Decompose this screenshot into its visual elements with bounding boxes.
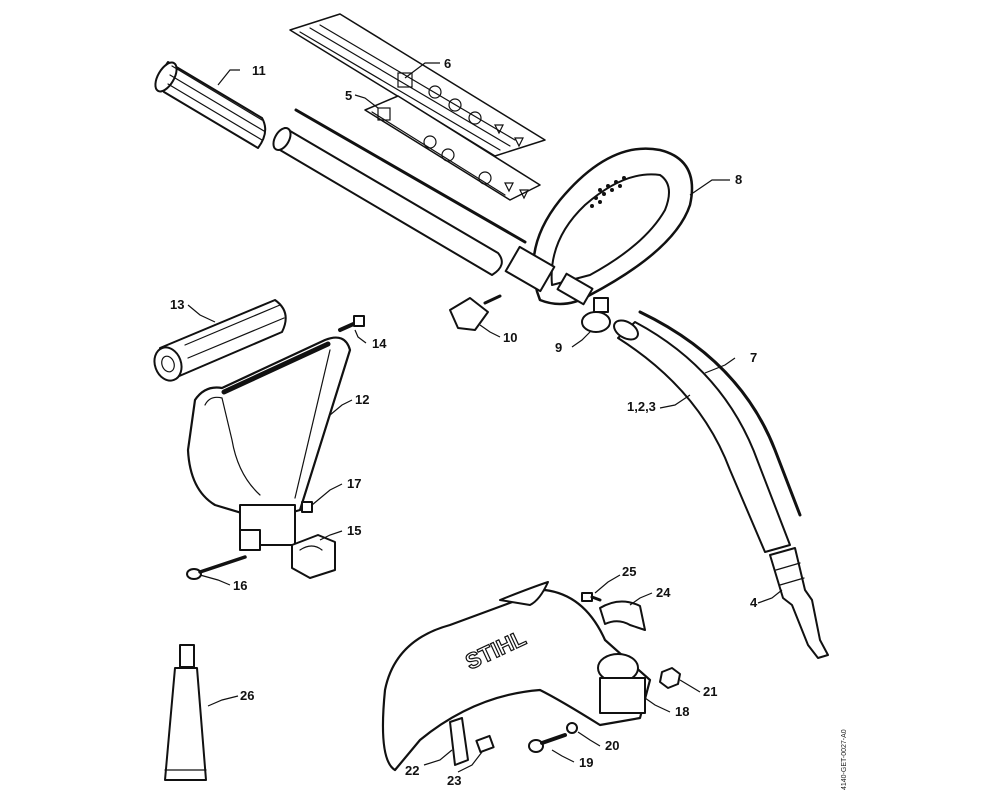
callout-14: 14	[372, 336, 387, 351]
callout-12: 12	[355, 392, 369, 407]
warning-symbols-icon	[377, 107, 529, 200]
callout-19: 19	[579, 755, 593, 770]
drawing-code: 4140-GET-0027-A0	[841, 729, 848, 790]
curved-drive-tube	[613, 310, 802, 553]
grease-tube-part-26	[164, 644, 207, 781]
callout-16: 16	[233, 578, 247, 593]
callout-10: 10	[503, 330, 517, 345]
callout-24: 24	[656, 585, 671, 600]
screw-part-19	[528, 733, 567, 753]
callout-11: 11	[252, 63, 266, 78]
wing-screw-part-10	[449, 294, 502, 331]
decal-sheet-part-6	[289, 13, 546, 157]
washer-part-20	[566, 722, 578, 734]
drive-coupling-part-4	[769, 547, 829, 659]
deflector-guard-part-18: STIHL	[381, 581, 652, 772]
callout-4: 4	[750, 595, 758, 610]
grip-dots-icon	[590, 176, 626, 208]
callout-13: 13	[170, 297, 184, 312]
callout-9: 9	[555, 340, 562, 355]
loop-handle-part-8	[504, 147, 694, 306]
long-screw-part-16	[186, 555, 247, 580]
shaft-tube	[272, 108, 527, 276]
clamp-strap-part-24	[599, 600, 646, 631]
leader-lines	[187, 62, 783, 773]
callout-25: 25	[622, 564, 636, 579]
nut-part-21	[659, 667, 681, 689]
square-nut-part-17	[301, 501, 313, 513]
callout-18: 18	[675, 704, 689, 719]
callout-6: 6	[444, 56, 451, 71]
callout-21: 21	[703, 684, 717, 699]
decal-sheet-part-5	[364, 95, 541, 201]
clamp-part-9	[581, 297, 611, 333]
callout-17: 17	[347, 476, 361, 491]
callout-20: 20	[605, 738, 619, 753]
callout-15: 15	[347, 523, 361, 538]
callout-7: 7	[750, 350, 757, 365]
cutter-blade-part-22	[449, 717, 469, 766]
screw-part-25	[581, 592, 602, 602]
ribbed-tube-part-11	[154, 61, 267, 149]
warning-symbols-icon	[397, 72, 524, 148]
screw-part-14	[338, 315, 365, 332]
callout-1-2-3: 1,2,3	[627, 399, 656, 414]
callout-26: 26	[240, 688, 254, 703]
callout-labels: 1,2,3 4 5 6 7 8 9 10 11 12 13 14 15 16 1…	[170, 56, 758, 788]
callout-5: 5	[345, 88, 352, 103]
callout-22: 22	[405, 763, 419, 778]
clamp-half-part-15	[291, 534, 336, 579]
callout-23: 23	[447, 773, 461, 788]
grip-sleeve-part-13	[153, 299, 287, 382]
callout-8: 8	[735, 172, 742, 187]
handle-frame-part-12	[186, 336, 352, 551]
screw-part-23	[475, 734, 495, 754]
